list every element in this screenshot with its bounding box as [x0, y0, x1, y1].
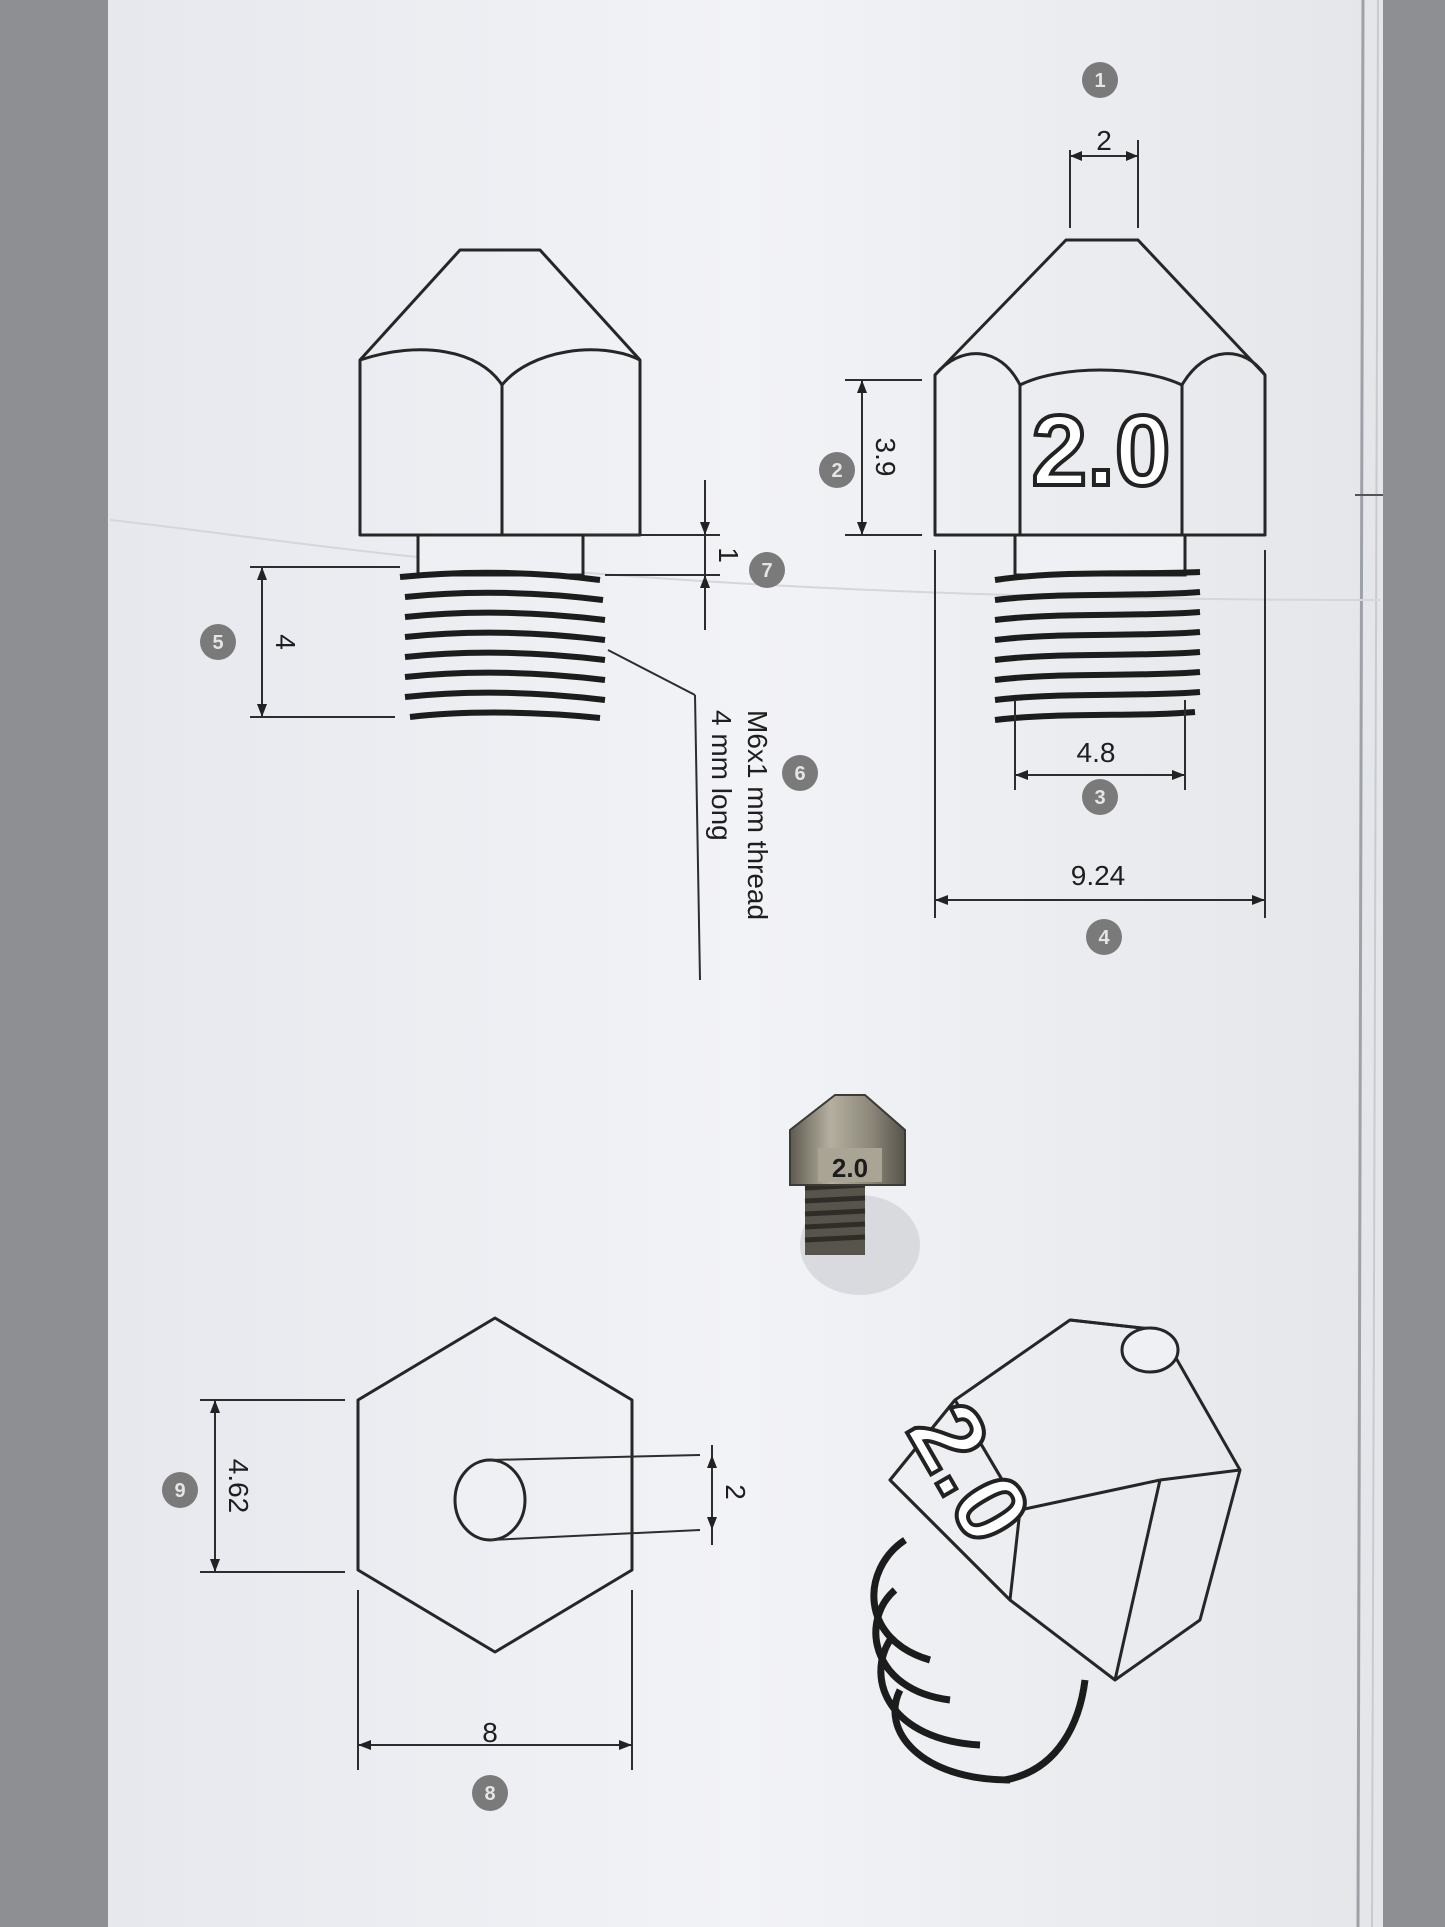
side-view: 4 1 M6x1 mm thread 4 mm long — [250, 248, 773, 981]
bottom-view: 2 4.62 8 — [200, 1316, 751, 1770]
hex-flat-height-label: 4.62 — [223, 1459, 254, 1514]
svg-text:2: 2 — [831, 460, 842, 482]
thread-length-label: 4 — [270, 634, 301, 650]
hex-height-label: 3.9 — [870, 438, 901, 477]
top-diameter-label: 2 — [1096, 125, 1112, 156]
nozzle-photo: 2.0 — [789, 1094, 920, 1295]
svg-text:1: 1 — [1094, 70, 1105, 92]
callout-3: 3 — [1082, 779, 1118, 815]
callout-4: 4 — [1086, 919, 1122, 955]
svg-text:6: 6 — [794, 763, 805, 785]
front-view: 2 2.0 3.9 4.8 — [845, 125, 1267, 918]
callout-5: 5 — [200, 624, 236, 660]
svg-text:3: 3 — [1094, 787, 1105, 809]
callout-9: 9 — [162, 1472, 198, 1508]
thread-note-line2: 4 mm long — [706, 710, 737, 841]
callout-1: 1 — [1082, 62, 1118, 98]
svg-text:9: 9 — [174, 1480, 185, 1502]
thread-gap-label: 1 — [713, 547, 744, 563]
thread-diameter-label: 4.8 — [1077, 737, 1116, 768]
nozzle-marking: 2.0 — [1031, 395, 1170, 507]
callout-2: 2 — [819, 452, 855, 488]
photo-marking: 2.0 — [832, 1153, 868, 1183]
hex-across-flats-label: 8 — [482, 1717, 498, 1748]
callout-6: 6 — [782, 755, 818, 791]
hex-width-label: 9.24 — [1071, 860, 1126, 891]
callout-7: 7 — [749, 552, 785, 588]
svg-text:5: 5 — [212, 632, 223, 654]
callout-8: 8 — [472, 1775, 508, 1811]
svg-text:7: 7 — [761, 560, 772, 582]
svg-text:4: 4 — [1098, 927, 1110, 949]
hole-diameter-label: 2 — [720, 1484, 751, 1500]
paper-sheet — [108, 0, 1383, 1927]
thread-note-line1: M6x1 mm thread — [742, 710, 773, 920]
svg-text:8: 8 — [484, 1783, 495, 1805]
